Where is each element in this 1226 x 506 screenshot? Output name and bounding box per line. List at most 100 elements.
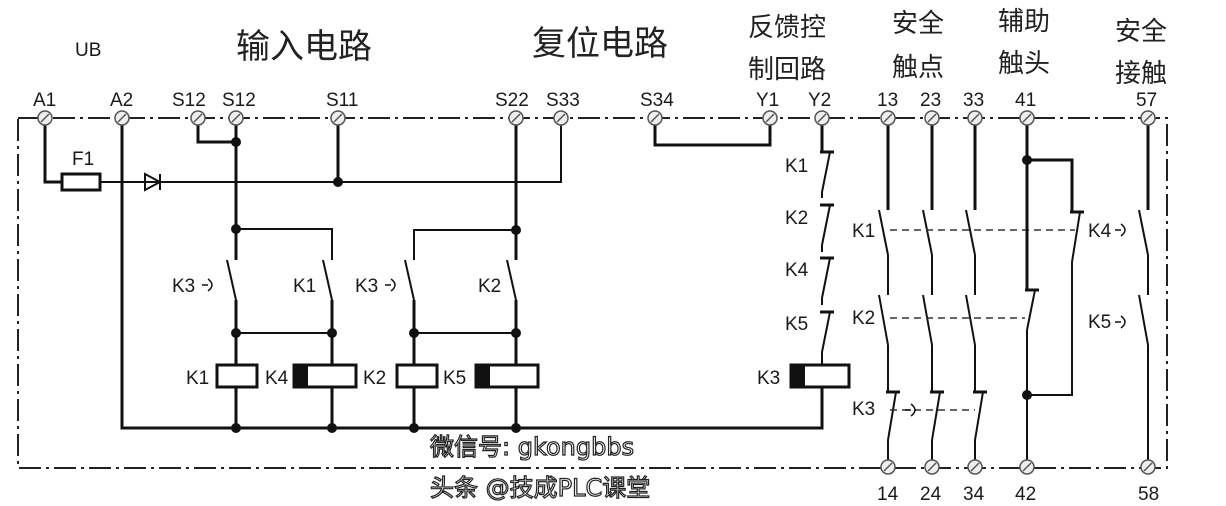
junction-dot — [409, 423, 419, 433]
aux-contacts-title-2: 触头 — [998, 49, 1050, 79]
terminal-slot — [1143, 113, 1153, 123]
relay-coil — [215, 363, 259, 389]
no-contact — [1138, 209, 1149, 256]
terminal-slot — [883, 462, 893, 472]
junction-dot — [231, 328, 241, 338]
delay-icon — [207, 278, 213, 292]
junction-dot — [327, 423, 337, 433]
terminal-slot — [231, 113, 241, 123]
junction-dot — [511, 423, 521, 433]
contact-label: K5 — [1088, 312, 1111, 333]
no-contact — [922, 294, 933, 346]
nc-contact — [821, 204, 831, 246]
nc-contact — [931, 391, 941, 441]
terminal-label: 58 — [1138, 484, 1159, 505]
terminal-slot — [765, 113, 775, 123]
terminal-slot — [1143, 462, 1153, 472]
no-contact — [506, 259, 517, 301]
terminal-slot — [511, 113, 521, 123]
no-contact — [965, 294, 976, 346]
nc-contact — [887, 391, 897, 441]
nc-contact — [974, 391, 984, 441]
terminal-label: 13 — [877, 90, 898, 111]
terminal-slot — [817, 113, 827, 123]
wire — [43, 118, 62, 184]
nc-contact — [1071, 211, 1081, 263]
contact-label: K1 — [852, 221, 875, 242]
wire — [120, 118, 824, 430]
coil-label: K2 — [363, 368, 386, 389]
delay-icon — [910, 403, 916, 417]
delay-icon — [1120, 315, 1126, 329]
terminal-label: S12 — [222, 90, 256, 111]
terminal-label: S22 — [495, 90, 529, 111]
no-contact — [1138, 294, 1149, 346]
fuse-label: F1 — [72, 149, 94, 170]
no-contact — [922, 209, 933, 256]
nc-contact — [821, 151, 831, 193]
terminal-label: S11 — [326, 90, 358, 111]
terminal-label: S33 — [546, 90, 580, 111]
watermark-wechat: 微信号: gkongbbs — [430, 433, 634, 461]
junction-dot — [1022, 390, 1032, 400]
terminal-label: 33 — [963, 90, 984, 111]
device-boundary — [17, 117, 1168, 469]
wire — [100, 118, 562, 183]
coil-delay-block — [791, 365, 805, 387]
contact-label: K3 — [852, 399, 875, 420]
junction-dot — [333, 177, 343, 187]
junction-dot — [409, 328, 419, 338]
junction-dot — [511, 225, 521, 235]
no-contact — [878, 209, 889, 256]
junction-dot — [511, 328, 521, 338]
contact-label: K3 — [355, 276, 378, 297]
relay-coil — [395, 363, 439, 389]
junction-dot — [231, 137, 241, 147]
contact-label: K1 — [785, 156, 808, 177]
terminal-label: A2 — [110, 90, 133, 111]
nc-contact — [821, 311, 831, 353]
junction-dot — [231, 423, 241, 433]
contact-label: K2 — [852, 308, 875, 329]
coil-delay-block — [294, 365, 308, 387]
wire — [196, 118, 236, 144]
terminal-label: S34 — [640, 90, 674, 111]
contact-label: K1 — [293, 276, 316, 297]
terminal-label: Y1 — [756, 90, 779, 111]
delay-icon — [390, 278, 396, 292]
terminal-slot — [193, 113, 203, 123]
terminal-label: 41 — [1015, 90, 1036, 111]
ub-label: UB — [75, 40, 101, 61]
coil-label: K4 — [265, 368, 289, 389]
terminal-slot — [883, 113, 893, 123]
coil-delay-block — [476, 365, 490, 387]
no-contact — [226, 259, 237, 301]
aux-contacts-title-1: 辅助 — [998, 7, 1050, 37]
nc-contact — [821, 257, 831, 299]
wire — [236, 228, 333, 260]
diode-icon — [144, 172, 163, 192]
terminal-slot — [650, 113, 660, 123]
terminal-label: A1 — [33, 90, 56, 111]
reset-circuit-title: 复位电路 — [532, 24, 668, 64]
feedback-title-2: 制回路 — [748, 55, 826, 85]
watermark-toutiao: 头条 @技成PLC课堂 — [430, 474, 650, 502]
terminal-slot — [40, 113, 50, 123]
terminal-label: 57 — [1136, 90, 1157, 111]
terminal-slot — [1022, 462, 1032, 472]
fuse-icon — [60, 172, 102, 192]
no-contact — [878, 294, 889, 346]
wire — [1027, 158, 1074, 212]
wire — [413, 229, 516, 260]
terminal-slot — [556, 113, 566, 123]
terminal-slot — [970, 462, 980, 472]
terminal-label: 23 — [920, 90, 941, 111]
wire — [653, 118, 772, 147]
contact-label: K5 — [785, 314, 808, 335]
no-contact — [322, 259, 333, 301]
safety-contacts-title-2: 触点 — [892, 53, 944, 83]
contact-label: K2 — [478, 276, 501, 297]
terminal-label: 24 — [920, 484, 942, 505]
junction-dot — [231, 224, 241, 234]
